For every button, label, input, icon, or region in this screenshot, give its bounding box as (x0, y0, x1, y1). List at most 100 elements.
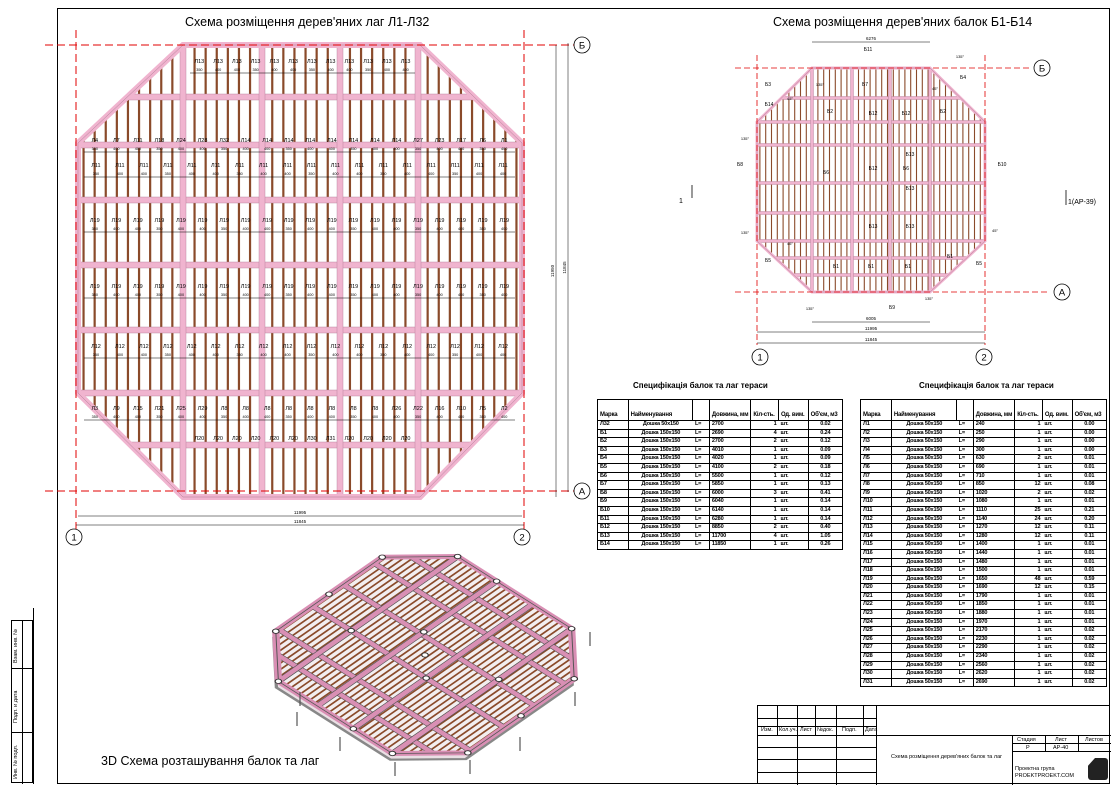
table-cell: шт. (778, 445, 809, 456)
table-cell: Дошка 50x150 (890, 557, 957, 568)
table-cell: Б2 (597, 437, 629, 447)
spacing-label: 400 (117, 353, 123, 357)
lag-label: Л19 (478, 284, 488, 290)
table-cell: Дошка 50x150 (890, 454, 957, 464)
beam-label: Б2 (827, 109, 833, 115)
table-cell: 0.09 (807, 445, 844, 456)
lag-label: Л19 (90, 284, 100, 290)
table-cell: 12 (1014, 480, 1043, 490)
lag-label: Л3 (91, 406, 98, 412)
spacing-label: 350 (221, 415, 227, 419)
lag-label: Л11 (235, 163, 244, 169)
table-cell: Дошка 150x150 (627, 428, 693, 439)
spacing-label: 350 (415, 415, 421, 419)
table-cell: Л5 (860, 454, 892, 464)
spacing-label: 350 (93, 353, 99, 357)
table-cell: L= (692, 497, 710, 507)
table-cell: шт. (778, 462, 809, 473)
table-cell: Л21 (860, 591, 892, 602)
spacing-label: 400 (215, 68, 221, 72)
table-cell: 1 (750, 471, 779, 482)
spacing-label: 400 (113, 147, 119, 151)
table-cell: 2 (1014, 488, 1043, 499)
spacing-label: 400 (332, 353, 338, 357)
spacing-label: 350 (452, 353, 458, 357)
lag-label: Л14 (370, 138, 380, 144)
spacing-label: 400 (264, 227, 270, 231)
table-cell: шт. (778, 480, 809, 490)
table-cell: 4 (750, 531, 779, 542)
lags (78, 45, 522, 497)
lag-label: Л12 (402, 344, 412, 350)
table-cell: 1 (1014, 540, 1043, 550)
axis-label-1-circle (751, 348, 769, 366)
table-cell: L= (692, 531, 710, 542)
spacing-label: 400 (213, 353, 219, 357)
table-cell: 1 (1014, 591, 1043, 602)
table-cell: L= (956, 445, 974, 456)
table-cell: шт. (1042, 497, 1073, 507)
lag-label: Л19 (133, 284, 143, 290)
table-cell: 1 (1014, 445, 1043, 456)
model-lag (303, 572, 485, 699)
table-cell: шт. (1042, 420, 1073, 430)
table-cell: Б6 (597, 471, 629, 482)
beam (757, 239, 985, 243)
table-cell: шт. (778, 454, 809, 464)
beam-label: Б2 (940, 109, 946, 115)
table-cell: 0.21 (1071, 505, 1108, 516)
table-cell: 1 (750, 420, 779, 430)
model-post (271, 628, 280, 634)
spacing-label: 400 (213, 172, 219, 176)
model-lag (380, 620, 561, 747)
spacing-label: 400 (327, 68, 333, 72)
table-cell: шт. (778, 540, 809, 550)
spacing-label: 400 (436, 415, 442, 419)
table-cell: 1 (1014, 420, 1043, 430)
spacing-label: 350 (480, 415, 486, 419)
lag-label: Л19 (219, 218, 229, 224)
angle-label: 45° (932, 86, 938, 91)
table-cell: 0.41 (807, 488, 844, 499)
table-cell: 0.01 (1071, 497, 1108, 507)
lag-label: Л14 (392, 138, 402, 144)
rev-header-qty: Кол.уч. (779, 727, 798, 733)
dim-bottom: 6005 (866, 316, 877, 321)
lag-label: Л20 (288, 436, 298, 442)
model-lag (260, 544, 441, 671)
spacing-label: 400 (428, 172, 434, 176)
table-cell: Б1 (597, 428, 629, 439)
lag-label: Л19 (284, 284, 294, 290)
table-cell: 690 (972, 462, 1016, 473)
table-cell: 0.12 (807, 437, 844, 447)
rev-header-sign: Подп. (842, 727, 857, 733)
table-cell: Б13 (597, 531, 629, 542)
spacing-label: 400 (436, 147, 442, 151)
lag-label: Л13 (401, 59, 411, 65)
lag-label: Л11 (474, 163, 483, 169)
spacing-label: 400 (393, 147, 399, 151)
table-cell: 0.01 (1071, 566, 1108, 576)
lag-label: Л19 (176, 218, 186, 224)
table-cell: Б5 (597, 462, 629, 473)
table-cell: Дошка 50x150 (890, 480, 957, 490)
lags-plan (75, 42, 525, 500)
table-cell: Дошка 150x150 (627, 514, 693, 525)
table-cell: L= (956, 566, 974, 576)
table-cell: Дошка 50x150 (890, 634, 957, 645)
spacing-label: 350 (380, 353, 386, 357)
lag-label: Л12 (163, 344, 173, 350)
model-lag (313, 578, 494, 705)
stage-value: Р (1026, 745, 1030, 751)
table-cell: 6140 (708, 505, 752, 516)
spacing-label: 350 (286, 227, 292, 231)
table-cell: Б3 (597, 445, 629, 456)
table-cell: 0.02 (1071, 643, 1108, 654)
table-cell: Л27 (860, 643, 892, 654)
column-header: Найменування (890, 399, 958, 421)
angle-label: 45° (992, 228, 998, 233)
model-post (325, 591, 333, 597)
